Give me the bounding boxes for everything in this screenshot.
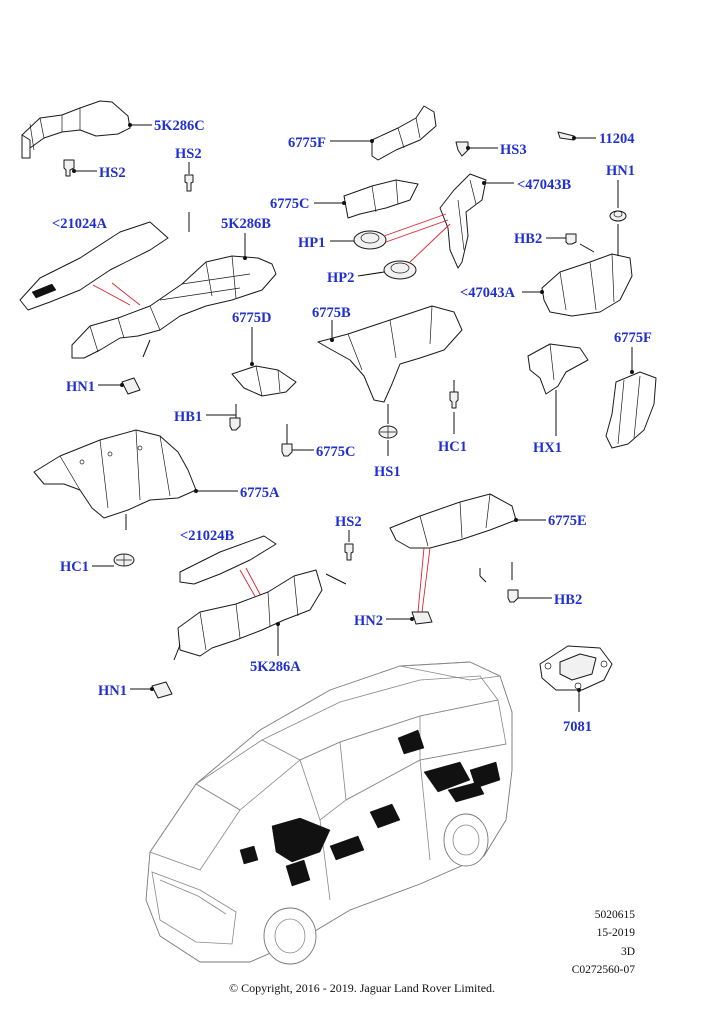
heat-shield-6775c-top [343, 179, 419, 219]
callout-47043b: <47043B [517, 177, 572, 193]
diagram-date: 15-2019 [596, 927, 635, 939]
callout-21024b: <21024B [180, 528, 235, 544]
callout-5k286a: 5K286A [250, 659, 301, 675]
plug-hp1 [353, 230, 387, 250]
bolt-hb2-right [507, 589, 519, 603]
callout-6775f-right: 6775F [614, 330, 652, 346]
callout-hn1-top-right: HN1 [606, 163, 635, 179]
callout-47043a: <47043A [460, 285, 516, 301]
clip-hc1-left [113, 553, 135, 567]
nut-hn1-top-right [609, 210, 627, 222]
callout-hx1: HC1 [438, 439, 467, 455]
module-7081 [539, 645, 613, 691]
callout-hc1-mid: HS1 [374, 464, 401, 480]
nut-hn2 [411, 611, 433, 625]
callout-5k286c: 5K286C [154, 118, 205, 134]
bracket-47043b [439, 173, 487, 269]
callout-6775e: 6775E [548, 513, 587, 529]
heat-shield-6775e [389, 493, 517, 549]
callout-hs3: HS3 [500, 142, 527, 158]
insulation-pad-21024a [19, 221, 169, 311]
callout-5k286b: 5K286B [221, 216, 271, 232]
insulation-pad-21024b [179, 535, 277, 585]
nut-hn1-left [121, 377, 141, 395]
callout-hp1: HP1 [298, 235, 325, 251]
bracket-47043a [541, 253, 633, 317]
heat-shield-6775f-top [371, 105, 437, 161]
callout-hs2-top-mid: HS2 [175, 146, 202, 162]
diagram-view: 3D [620, 946, 635, 958]
callout-11204: 11204 [599, 131, 634, 147]
callout-hp2: HP2 [327, 270, 354, 286]
diagram-code: 5020615 [594, 909, 635, 921]
callout-21024a: <21024A [52, 216, 108, 232]
callout-6775a: 6775A [240, 485, 280, 501]
clip-hc1-mid [378, 425, 398, 439]
heat-shield-5k286a [177, 569, 323, 657]
callout-6775c-right: HX1 [533, 440, 562, 456]
bracket-11204 [557, 131, 575, 141]
vehicle-illustration [145, 661, 513, 965]
callout-hs1: 6775C [316, 444, 355, 460]
fastener-hs1 [281, 443, 293, 457]
heat-shield-5k286b [71, 255, 277, 359]
bracket-6775d [231, 365, 297, 397]
heat-shield-5k286c [21, 100, 131, 159]
nut-hn1-bottom [151, 681, 173, 699]
callout-hn2: HN2 [354, 613, 383, 629]
callout-hb2-right: HB2 [554, 592, 582, 608]
callout-6775b: 6775B [312, 305, 351, 321]
callout-6775d: 6775D [232, 310, 271, 326]
callout-6775c-top: 6775C [270, 196, 309, 212]
fastener-hs3 [455, 141, 469, 157]
heat-shield-6775c-right [527, 343, 589, 395]
callout-hn1-left: HN1 [66, 379, 95, 395]
callout-hb2-top: HB2 [514, 231, 542, 247]
fastener-hs2-mid [344, 543, 354, 561]
plug-hp2 [383, 260, 417, 280]
heat-shield-6775a [33, 429, 197, 519]
fastener-hs2-top-left [63, 159, 75, 177]
copyright-notice: © Copyright, 2016 - 2019. Jaguar Land Ro… [228, 981, 496, 995]
callout-7081: 7081 [563, 719, 592, 735]
callout-6775f-top: 6775F [288, 135, 326, 151]
fastener-hs2-top-mid [184, 174, 194, 192]
stud-hx1 [449, 391, 459, 409]
bolt-hb1 [229, 417, 241, 431]
callout-hn1-bottom: HN1 [98, 683, 127, 699]
callout-hs2-top-left: HS2 [99, 165, 126, 181]
callout-hc1-left: HC1 [60, 559, 89, 575]
callout-hb1: HB1 [174, 409, 202, 425]
heat-shield-6775f-right [605, 371, 657, 449]
diagram-reference: C0272560-07 [571, 964, 635, 976]
bolt-hb2-top [565, 233, 577, 245]
callout-hs2-mid: HS2 [335, 514, 362, 530]
heat-shield-6775b [317, 305, 463, 403]
